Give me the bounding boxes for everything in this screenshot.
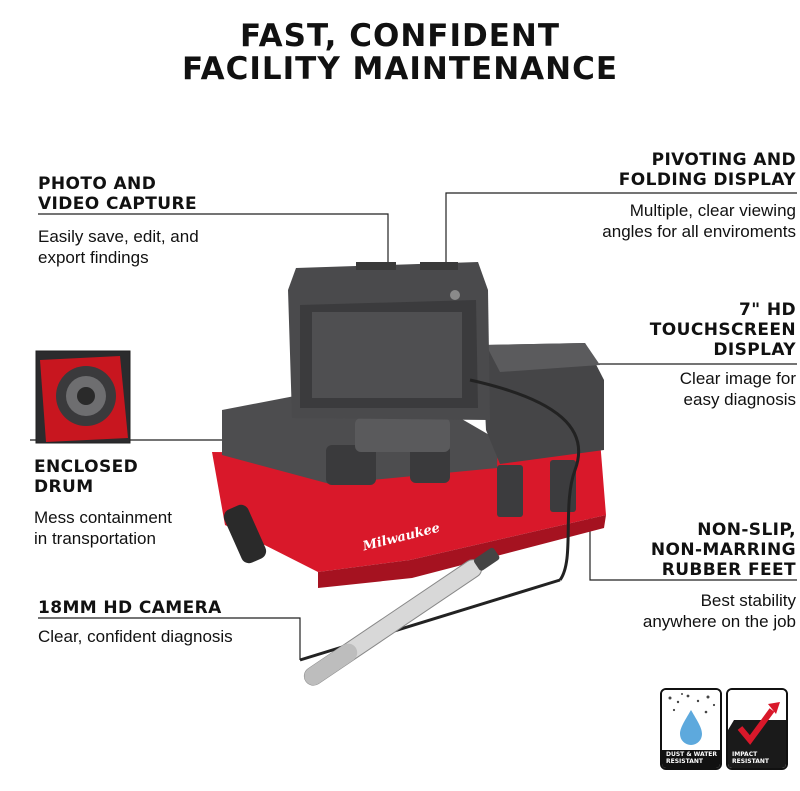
impact-resistant-badge: IMPACT RESISTANT	[726, 688, 788, 770]
callout-desc-line: Mess containment	[34, 508, 172, 527]
headline-line-2: FACILITY MAINTENANCE	[181, 51, 619, 87]
callout-title-line: 18MM HD CAMERA	[38, 598, 222, 618]
callout-title-line: NON-MARRING	[650, 540, 796, 560]
callout-rubber-feet: NON-SLIP, NON-MARRING RUBBER FEET Best s…	[643, 520, 796, 632]
callout-desc-line: Best stability	[700, 591, 796, 610]
badge-caption-line: DUST & WATER	[666, 751, 718, 758]
callout-desc-line: Multiple, clear viewing	[629, 201, 796, 220]
callout-desc-line: in transportation	[34, 529, 156, 548]
callout-desc-line: Clear, confident diagnosis	[38, 627, 233, 646]
enclosed-drum-inset	[35, 350, 131, 444]
callout-desc-line: Easily save, edit, and	[38, 227, 199, 246]
callout-title-line: PHOTO AND	[38, 174, 157, 194]
check-arrow-icon	[728, 690, 786, 768]
callout-desc-line: angles for all enviroments	[602, 222, 796, 241]
badge-caption-line: RESISTANT	[732, 758, 769, 765]
callout-title-line: NON-SLIP,	[697, 520, 796, 540]
headline-line-1: FAST, CONFIDENT	[240, 18, 560, 54]
headline: FAST, CONFIDENT FACILITY MAINTENANCE	[0, 20, 800, 86]
callout-title-line: TOUCHSCREEN	[649, 320, 796, 340]
callout-title-line: DRUM	[34, 477, 94, 497]
callout-title-line: PIVOTING AND	[651, 150, 796, 170]
callout-title-line: VIDEO CAPTURE	[38, 194, 197, 214]
callout-desc-line: export findings	[38, 248, 149, 267]
callout-desc-line: anywhere on the job	[642, 612, 796, 631]
callout-title-line: RUBBER FEET	[661, 560, 796, 580]
callout-hd-camera: 18MM HD CAMERA Clear, confident diagnosi…	[38, 598, 233, 647]
callout-pivoting-display: PIVOTING AND FOLDING DISPLAY Multiple, c…	[602, 150, 796, 242]
callout-desc-line: easy diagnosis	[683, 390, 796, 409]
callout-touchscreen-display: 7" HD TOUCHSCREEN DISPLAY Clear image fo…	[650, 300, 796, 410]
callout-title-line: FOLDING DISPLAY	[618, 170, 796, 190]
badge-caption-line: RESISTANT	[666, 758, 703, 765]
callout-title-line: DISPLAY	[713, 340, 796, 360]
callout-photo-video-capture: PHOTO AND VIDEO CAPTURE Easily save, edi…	[38, 174, 199, 268]
callout-desc-line: Clear image for	[679, 369, 796, 388]
badge-caption-line: IMPACT	[732, 751, 758, 758]
touchscreen-monitor	[288, 262, 490, 420]
callout-title-line: ENCLOSED	[34, 457, 139, 477]
water-drop-icon	[662, 690, 720, 768]
dust-water-resistant-badge: DUST & WATER RESISTANT	[660, 688, 722, 770]
callout-title-line: 7" HD	[739, 300, 796, 320]
camera-head	[303, 547, 500, 686]
callout-enclosed-drum: ENCLOSED DRUM Mess containment in transp…	[34, 457, 172, 549]
